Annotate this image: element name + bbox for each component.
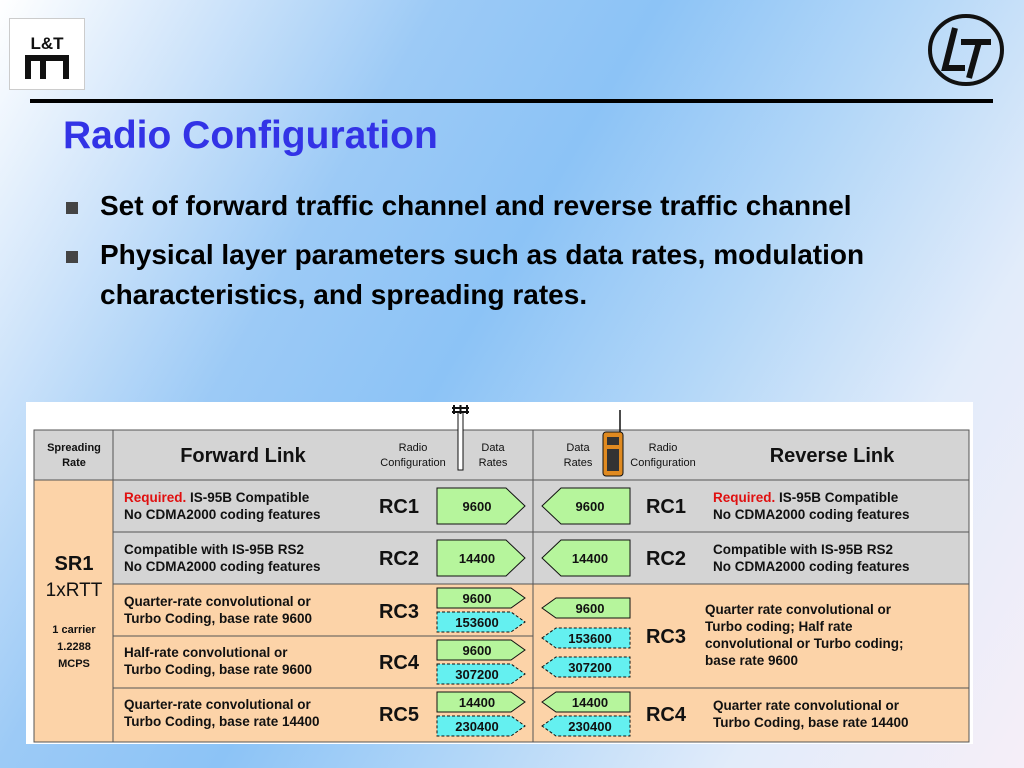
- rev-rc4-rate1: 14400: [572, 695, 608, 710]
- rev-rc3-desc1: Quarter rate convolutional or: [705, 602, 892, 617]
- header-rev-rates: Rates: [564, 457, 593, 469]
- rev-rc4-rate2: 230400: [568, 719, 611, 734]
- rev-rc1-rate: 9600: [576, 499, 605, 514]
- rev-rc3-rate1: 9600: [576, 601, 605, 616]
- header-reverse-link: Reverse Link: [770, 445, 895, 467]
- mobile-phone-icon: [602, 410, 624, 477]
- rev-rc3-rate3: 307200: [568, 660, 611, 675]
- radio-config-table: Spreading Rate Forward Link Radio Config…: [26, 402, 973, 744]
- header-spreading: Spreading: [47, 442, 101, 454]
- bullet-item: Set of forward traffic channel and rever…: [66, 186, 926, 226]
- fwd-rc2-desc1: Compatible with IS-95B RS2: [124, 542, 304, 557]
- fwd-rc3-rate: 9600: [463, 591, 492, 606]
- fwd-rc4-desc1: Half-rate convolutional or: [124, 645, 288, 660]
- bullet-square-icon: [66, 251, 78, 263]
- sr-label: SR1: [55, 553, 94, 575]
- header-rule: [30, 99, 993, 103]
- fwd-rc2-desc2: No CDMA2000 coding features: [124, 559, 321, 574]
- header-rate: Rate: [62, 457, 86, 469]
- sr-1xrtt: 1xRTT: [46, 580, 103, 601]
- fwd-rc5-desc1: Quarter-rate convolutional or: [124, 697, 312, 712]
- rev-rc3-rate2: 153600: [568, 631, 611, 646]
- fwd-rc3-desc2: Turbo Coding, base rate 9600: [124, 611, 312, 626]
- fwd-rc2-rate: 14400: [459, 551, 495, 566]
- fwd-rc1-rate: 9600: [463, 499, 492, 514]
- fwd-rc5-rate2: 230400: [455, 719, 498, 734]
- rev-rc2-desc1: Compatible with IS-95B RS2: [713, 542, 893, 557]
- fwd-rc5-rate: 14400: [459, 695, 495, 710]
- fwd-rc5-label: RC5: [379, 704, 419, 726]
- rev-rc1-desc1: Required. IS-95B Compatible: [713, 490, 899, 505]
- rev-rc3-desc2: Turbo coding; Half rate: [705, 619, 853, 634]
- rev-rc2-label: RC2: [646, 548, 686, 570]
- bullet-list: Set of forward traffic channel and rever…: [66, 186, 926, 324]
- header-rev-data: Data: [566, 442, 590, 454]
- fwd-rc4-desc2: Turbo Coding, base rate 9600: [124, 662, 312, 677]
- fwd-rc1-desc1: Required. IS-95B Compatible: [124, 490, 310, 505]
- rev-rc3-label: RC3: [646, 626, 686, 648]
- rev-rc1-label: RC1: [646, 496, 686, 518]
- rev-rc4-desc1: Quarter rate convolutional or: [713, 698, 900, 713]
- fwd-rc1-desc2: No CDMA2000 coding features: [124, 507, 321, 522]
- header-rev-radio: Radio: [649, 442, 678, 454]
- header-fwd-configuration: Configuration: [380, 457, 445, 469]
- header-forward-link: Forward Link: [180, 445, 306, 467]
- fwd-rc4-rate: 9600: [463, 643, 492, 658]
- fwd-rc2-label: RC2: [379, 548, 419, 570]
- rev-rc4-label: RC4: [646, 704, 687, 726]
- bullet-text: Physical layer parameters such as data r…: [100, 239, 865, 310]
- rev-rc3-desc4: base rate 9600: [705, 653, 798, 668]
- rev-rc1-desc2: No CDMA2000 coding features: [713, 507, 910, 522]
- slide-title: Radio Configuration: [63, 114, 438, 157]
- lt-logo: L&T: [9, 18, 85, 90]
- rev-rc2-desc2: No CDMA2000 coding features: [713, 559, 910, 574]
- fwd-rc3-desc1: Quarter-rate convolutional or: [124, 594, 312, 609]
- bullet-item: Physical layer parameters such as data r…: [66, 235, 926, 315]
- lt-emblem-icon: [928, 14, 1004, 86]
- bullet-square-icon: [66, 202, 78, 214]
- fwd-rc5-desc2: Turbo Coding, base rate 14400: [124, 714, 320, 729]
- sr-rate: 1.2288: [57, 641, 91, 653]
- antenna-tower-icon: [452, 405, 469, 471]
- fwd-rc1-label: RC1: [379, 496, 419, 518]
- fwd-rc3-label: RC3: [379, 601, 419, 623]
- rev-rc4-desc2: Turbo Coding, base rate 14400: [713, 715, 909, 730]
- header-fwd-rates: Rates: [479, 457, 508, 469]
- rev-rc3-desc3: convolutional or Turbo coding;: [705, 636, 903, 651]
- fwd-rc4-rate2: 307200: [455, 667, 498, 682]
- fwd-rc4-label: RC4: [379, 652, 420, 674]
- header-fwd-data: Data: [481, 442, 505, 454]
- header-rev-configuration: Configuration: [630, 457, 695, 469]
- bullet-text: Set of forward traffic channel and rever…: [100, 190, 852, 221]
- logo-text: L&T: [30, 34, 64, 53]
- header-fwd-radio: Radio: [399, 442, 428, 454]
- sr-mcps: MCPS: [58, 658, 90, 670]
- fwd-rc3-rate2: 153600: [455, 615, 498, 630]
- rev-rc2-rate: 14400: [572, 551, 608, 566]
- sr-carrier: 1 carrier: [52, 624, 96, 636]
